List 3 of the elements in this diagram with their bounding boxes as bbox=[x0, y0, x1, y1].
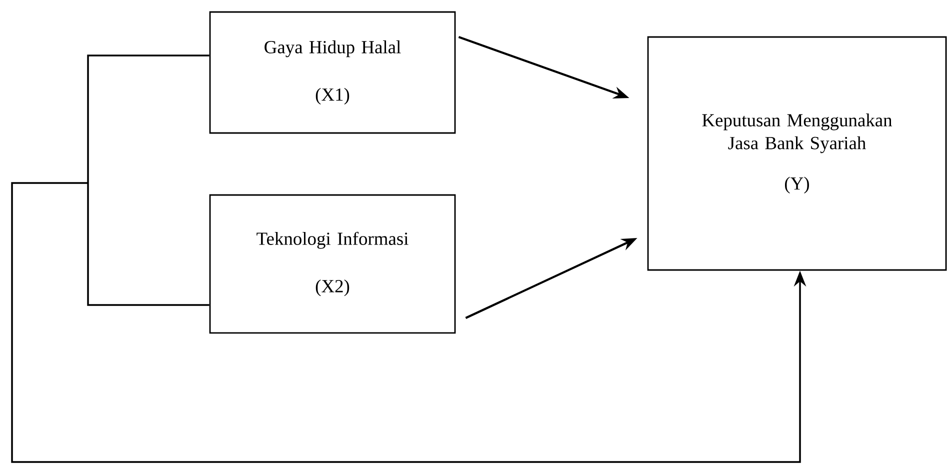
variable-box: Gaya Hidup Halal (X1) bbox=[209, 11, 456, 134]
variable-box: Teknologi Informasi (X2) bbox=[209, 194, 456, 334]
variable-box: Keputusan Menggunakan Jasa Bank Syariah (Y) bbox=[647, 36, 947, 271]
